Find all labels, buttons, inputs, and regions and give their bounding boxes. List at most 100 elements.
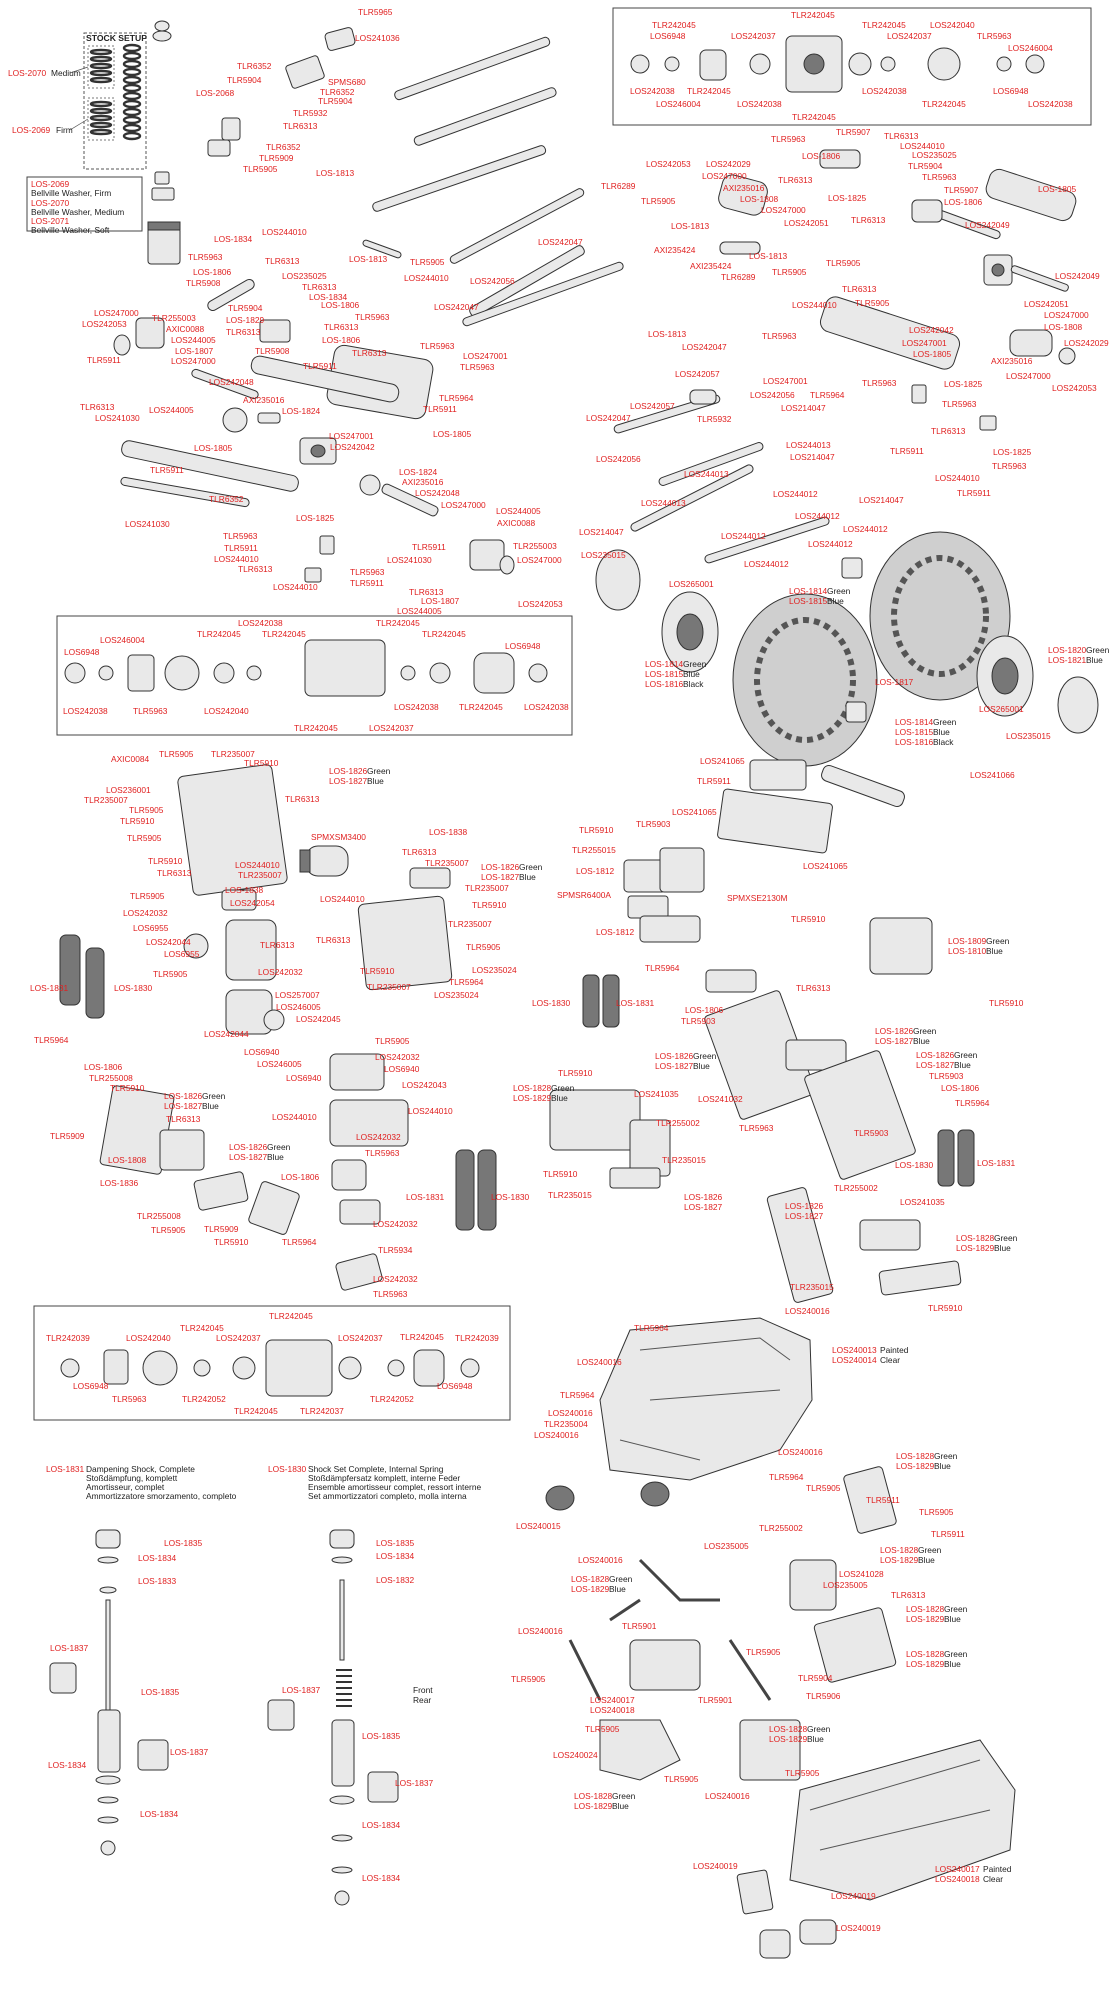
part-number-label: TLR242045: [234, 1406, 278, 1416]
part-number-label: TLR235015: [662, 1155, 706, 1165]
part-number-label: LOS244012: [721, 531, 766, 541]
shock-legend-desc-1c: Amortisseur, complet: [86, 1482, 165, 1492]
part-number-label: LOS-1807: [421, 596, 460, 606]
part-number-label: LOS242053: [1052, 383, 1097, 393]
part-number-label: TLR6313: [842, 284, 877, 294]
part-number-label: LOS6955: [133, 923, 169, 933]
part-number-label: TLR6313: [778, 175, 813, 185]
part-number-label: TLR6313: [260, 940, 295, 950]
part-number-label: LOS244010: [408, 1106, 453, 1116]
part-number-label: LOS242053: [646, 159, 691, 169]
part-number-label: LOS244012: [843, 524, 888, 534]
part-number-label: LOS235024: [472, 965, 517, 975]
part-number-label: LOS-1806: [941, 1083, 980, 1093]
part-number-label: TLR242045: [294, 723, 338, 733]
part-number-label: LOS242044: [146, 937, 191, 947]
part-number-label: LOS242044: [204, 1029, 249, 1039]
part-number-label: TLR235007: [465, 883, 509, 893]
part-number-label: LOS246005: [276, 1002, 321, 1012]
part-number-label: LOS235005: [823, 1580, 868, 1590]
part-number-label: LOS6940: [286, 1073, 322, 1083]
part-number-label: LOS-1815: [789, 596, 828, 606]
part-number-label: TLR242052: [370, 1394, 414, 1404]
part-number-label: TLR5903: [636, 819, 671, 829]
part-number-label: LOS-1829: [513, 1093, 552, 1103]
part-number-label: TLR5906: [806, 1691, 841, 1701]
part-number-label: LOS-1826: [916, 1050, 955, 1060]
part-number-label: TLR242045: [180, 1323, 224, 1333]
part-number-label: TLR5963: [420, 341, 455, 351]
part-number-label: LOS235025: [282, 271, 327, 281]
part-number-label: TLR6352: [266, 142, 301, 152]
part-number-label: LOS-1827: [655, 1061, 694, 1071]
part-number-label: LOS-1827: [875, 1036, 914, 1046]
part-number-label: LOS-1826: [655, 1051, 694, 1061]
washer-legend-desc-2: Bellville Washer, Medium: [31, 207, 124, 217]
shock-legend-part-1: LOS-1831: [46, 1464, 85, 1474]
part-number-label: TLR242045: [792, 112, 836, 122]
part-number-label: LOS244010: [320, 894, 365, 904]
variant-annotation: Rear: [413, 1695, 431, 1705]
part-number-label: LOS214047: [781, 403, 826, 413]
part-number-label: TLR235007: [238, 870, 282, 880]
part-number-label: TLR5963: [355, 312, 390, 322]
part-number-label: TLR5910: [543, 1169, 578, 1179]
part-number-label: LOS247000: [702, 171, 747, 181]
part-number-label: LOS244012: [795, 511, 840, 521]
part-number-label: LOS-1838: [429, 827, 468, 837]
part-number-label: LOS265001: [979, 704, 1024, 714]
part-number-label: TLR5908: [186, 278, 221, 288]
part-number-label: LOS247000: [171, 356, 216, 366]
part-number-label: TLR5905: [785, 1768, 820, 1778]
variant-annotation: Painted: [880, 1345, 909, 1355]
part-number-label: TLR5904: [908, 161, 943, 171]
part-number-label: LOS6948: [64, 647, 100, 657]
variant-annotation: Green: [202, 1091, 226, 1101]
part-number-label: LOS244005: [397, 606, 442, 616]
shock-legend-desc-1d: Ammortizzatore smorzamento, completo: [86, 1491, 237, 1501]
part-number-label: TLR6313: [166, 1114, 201, 1124]
front-axle-drawing: [113, 279, 515, 583]
variant-annotation: Blue: [519, 872, 536, 882]
variant-annotation: Green: [367, 766, 391, 776]
part-number-label: LOS241035: [900, 1197, 945, 1207]
variant-annotation: Green: [683, 659, 707, 669]
part-number-label: LOS242037: [887, 31, 932, 41]
part-number-label: LOS-1813: [749, 251, 788, 261]
part-number-label: TLR235007: [448, 919, 492, 929]
part-number-label: LOS-1817: [875, 677, 914, 687]
part-number-label: TLR5905: [243, 164, 278, 174]
part-number-label: AXI235424: [690, 261, 732, 271]
part-number-label: TLR5964: [645, 963, 680, 973]
part-number-label: TLR5911: [412, 542, 446, 552]
part-number-label: LOS-1806: [802, 151, 841, 161]
part-number-label: LOS242049: [965, 220, 1010, 230]
part-number-label: LOS242032: [356, 1132, 401, 1142]
part-number-label: LOS242047: [682, 342, 727, 352]
part-number-label: LOS244010: [272, 1112, 317, 1122]
part-number-label: LOS240024: [553, 1750, 598, 1760]
part-number-label: LOS240017: [590, 1695, 635, 1705]
part-number-label: LOS-1829: [571, 1584, 610, 1594]
rear-axle-drawing: [718, 149, 1077, 431]
color-variant-annotations: GreenBlueGreenBlueGreenBlueGreenBlueGree…: [202, 586, 1110, 1884]
part-number-label: TLR5963: [922, 172, 957, 182]
part-number-label: LOS-1829: [574, 1801, 613, 1811]
part-number-label: TLR5905: [585, 1724, 620, 1734]
part-number-label: TLR6352: [209, 494, 244, 504]
shock-legend: LOS-1831 Dampening Shock, Complete Stoßd…: [46, 1464, 481, 1501]
shock-legend-desc-2d: Set ammortizzatori completo, molla inter…: [308, 1491, 467, 1501]
part-number-label: TLR5905: [664, 1774, 699, 1784]
part-number-label: LOS244012: [808, 539, 853, 549]
part-number-label: LOS242032: [373, 1274, 418, 1284]
part-number-label: TLR5910: [579, 825, 614, 835]
part-number-label: LOS265001: [669, 579, 714, 589]
part-number-label: TLR242045: [922, 99, 966, 109]
center-diff-exploded-frame: [33, 1305, 511, 1421]
part-number-label: TLR242037: [300, 1406, 344, 1416]
part-number-label: LOS-1828: [880, 1545, 919, 1555]
part-number-label: TLR5910: [558, 1068, 593, 1078]
part-number-label: TLR5964: [439, 393, 474, 403]
part-number-label: TLR6313: [238, 564, 273, 574]
part-number-label: LOS6940: [384, 1064, 420, 1074]
